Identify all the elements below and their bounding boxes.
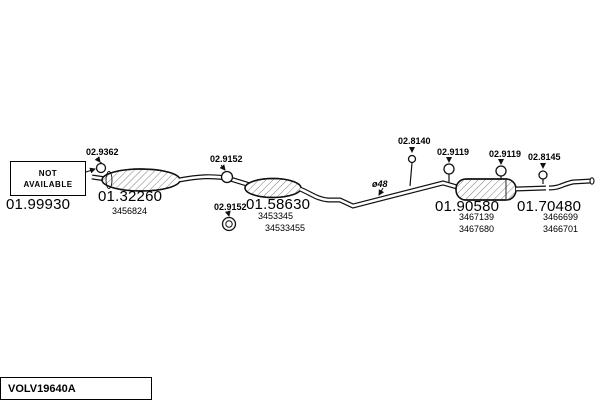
hanger-bracket-icon bbox=[407, 147, 417, 187]
sub-number-mid-muffler-2: 34533455 bbox=[265, 223, 306, 233]
not-available-line2: AVAILABLE bbox=[23, 179, 73, 189]
pipe-clamp-ring-icon bbox=[219, 164, 234, 184]
sub-number-rear-muffler-1: 3467139 bbox=[459, 212, 495, 222]
hanger-ring-left-icon bbox=[443, 157, 455, 183]
loose-clamp-ring-icon bbox=[221, 210, 237, 232]
fastener-label-02-8145: 02.8145 bbox=[528, 152, 561, 162]
fastener-label-02-9362: 02.9362 bbox=[86, 147, 119, 157]
part-number-rear-muffler: 01.90580 bbox=[435, 198, 500, 215]
sub-number-mid-muffler-1: 3453345 bbox=[258, 211, 294, 221]
sub-number-rear-muffler-2: 3467680 bbox=[459, 224, 495, 234]
sub-number-front-muffler: 3456824 bbox=[112, 206, 148, 216]
part-number-front-pipe: 01.99930 bbox=[6, 196, 71, 213]
fastener-label-02-9152-b: 02.9152 bbox=[214, 202, 247, 212]
catalog-code: VOLV19640A bbox=[8, 382, 76, 395]
not-available-pointer bbox=[85, 167, 96, 174]
hanger-ring-right-icon bbox=[495, 159, 507, 180]
not-available-box: NOT AVAILABLE bbox=[10, 161, 86, 196]
rear-muffler-drawing bbox=[455, 178, 517, 201]
fastener-label-02-9119-b: 02.9119 bbox=[489, 149, 522, 159]
sub-number-tail-pipe-1: 3466699 bbox=[543, 212, 579, 222]
tail-clamp-icon bbox=[538, 163, 548, 184]
sub-number-tail-pipe-2: 3466701 bbox=[543, 224, 579, 234]
part-number-mid-muffler: 01.58630 bbox=[246, 196, 311, 213]
intermediate-pipe bbox=[178, 174, 251, 188]
diameter-leader bbox=[378, 187, 385, 196]
part-number-front-muffler: 01.32260 bbox=[98, 188, 163, 205]
tail-connector-pipe bbox=[515, 185, 547, 192]
pipe-diameter-annotation: ø48 bbox=[372, 179, 388, 189]
tail-pipe-drawing bbox=[548, 177, 595, 191]
part-number-tail-pipe: 01.70480 bbox=[517, 198, 582, 215]
mid-muffler-drawing bbox=[244, 177, 302, 199]
not-available-line1: NOT bbox=[38, 168, 58, 178]
rear-pipe bbox=[299, 180, 458, 209]
fastener-label-02-9119-a: 02.9119 bbox=[437, 147, 470, 157]
catalog-code-box: VOLV19640A bbox=[0, 377, 152, 400]
front-clamp-icon bbox=[94, 156, 107, 174]
fastener-label-02-9152-a: 02.9152 bbox=[210, 154, 243, 164]
fastener-label-02-8140: 02.8140 bbox=[398, 136, 431, 146]
